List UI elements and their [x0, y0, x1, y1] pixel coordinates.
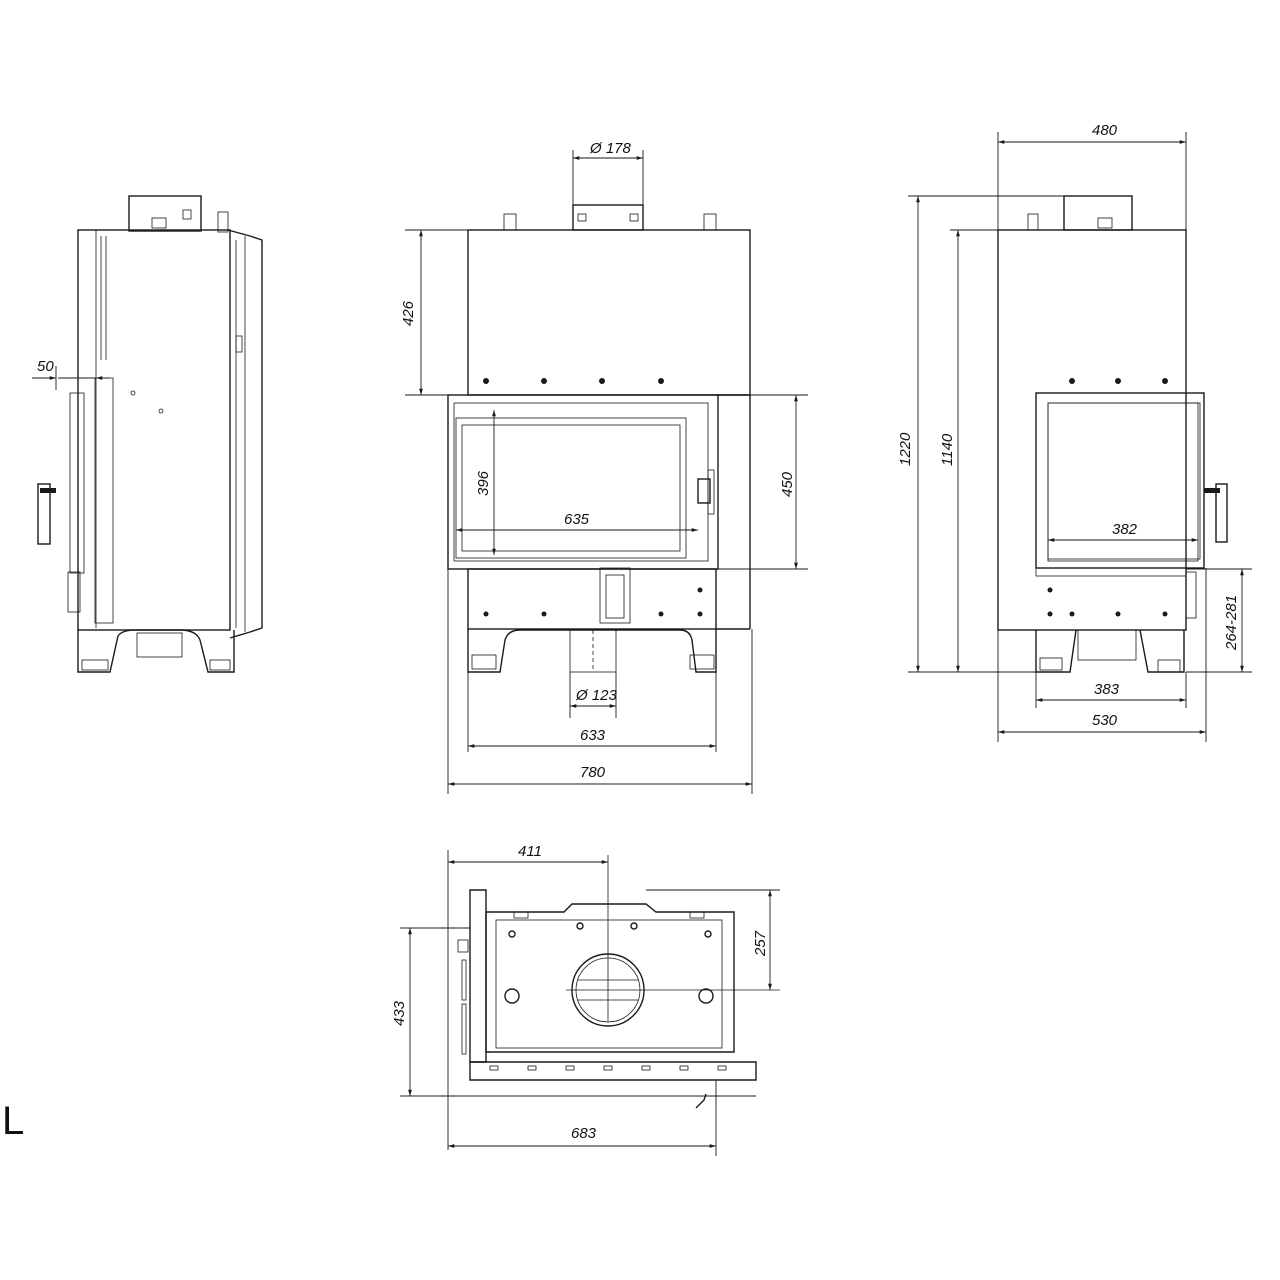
dim-plan-width: 683 — [571, 1125, 597, 1142]
dim-door-height: 450 — [779, 471, 796, 497]
corner-mark: L — [2, 1099, 24, 1143]
dim-glass-width: 635 — [564, 511, 590, 528]
side-view: 50 — [32, 195, 263, 673]
dim-body-height: 1140 — [939, 433, 956, 466]
dim-base-depth: 530 — [1092, 712, 1118, 729]
dim-flue-offset-x: 411 — [518, 843, 542, 860]
dim-upper-height: 426 — [400, 300, 417, 326]
dim-total-height: 1220 — [897, 432, 914, 466]
dim-flue-offset-y: 257 — [752, 930, 769, 957]
dim-glass-height: 396 — [475, 470, 492, 496]
dim-side-glass-width: 382 — [1112, 521, 1138, 538]
dim-plan-depth: 433 — [391, 1000, 408, 1026]
dim-air-inlet: Ø 123 — [575, 687, 618, 704]
dim-side-offset: 50 — [37, 358, 54, 375]
front-view: Ø 178 426 396 635 450 Ø 123 633 780 — [400, 140, 808, 794]
side-view-right: 480 1220 1140 382 264-281 383 530 — [897, 122, 1252, 742]
dim-depth-top: 480 — [1092, 122, 1118, 139]
plan-view: 411 257 433 683 — [391, 843, 780, 1156]
dim-flue-top: Ø 178 — [589, 140, 632, 157]
dim-leg-height: 264-281 — [1223, 595, 1240, 651]
dim-base-depth-inner: 383 — [1094, 681, 1120, 698]
dim-base-width: 633 — [580, 727, 606, 744]
dim-total-width: 780 — [580, 764, 606, 781]
